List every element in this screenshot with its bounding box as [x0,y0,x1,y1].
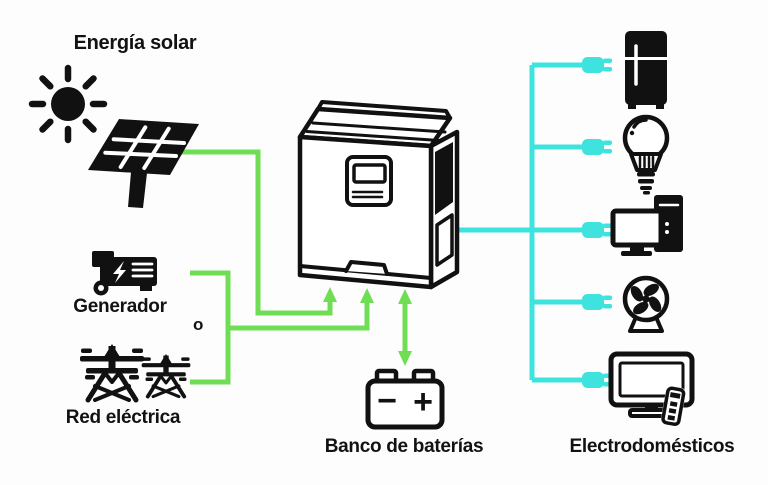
power-grid-label: Red eléctrica [65,407,181,428]
solar-energy-label: Energía solar [73,32,197,54]
generator-label: Generador [73,296,167,317]
plug-icon [582,139,612,155]
remote-control-icon [660,386,686,427]
battery-icon: − + [365,368,445,430]
generator-icon [92,251,157,296]
battery-bank-label: Banco de baterías [324,436,484,457]
plug-icon [582,222,612,238]
input-connectors [180,149,412,385]
or-word-label: o [192,315,204,334]
plug-icon [582,294,612,310]
solar-arrow-icon [323,287,337,302]
battery-plus-symbol: + [413,383,433,421]
solar-to-inverter-line [180,149,333,316]
sun-icon [28,64,108,144]
battery-minus-symbol: − [377,382,397,420]
merged-to-inverter-line [228,303,370,331]
fan-blades [630,283,662,315]
merged-arrow-icon [360,288,374,303]
battery-arrow-down-icon [398,351,412,366]
television-icon [608,351,695,427]
light-bulb-icon [622,114,670,195]
solar-panel-icon [88,119,199,208]
output-connectors [457,57,612,388]
power-tower-icon [139,352,193,399]
power-tower-icon [80,344,144,400]
appliances-label: Electrodomésticos [569,436,735,457]
fan-icon [622,275,670,333]
plug-icon [582,57,612,73]
desktop-computer-icon [610,195,683,256]
plug-icon [582,372,612,388]
battery-arrow-up-icon [398,289,412,304]
inverter-icon [297,100,460,290]
refrigerator-icon [623,31,669,109]
